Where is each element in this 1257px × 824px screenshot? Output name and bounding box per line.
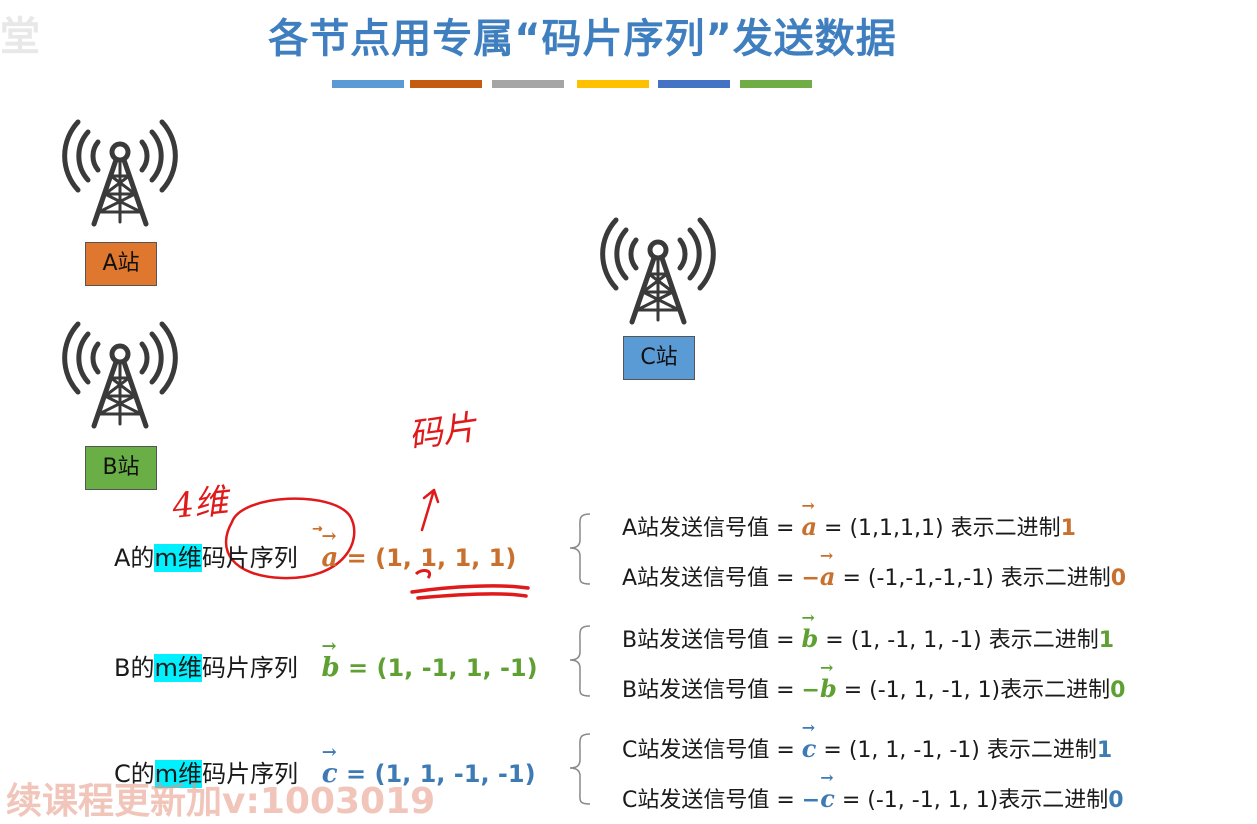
color-bar-4 bbox=[577, 80, 649, 88]
signal-line-a-1: A站发送信号值 = →a = (1,1,1,1) 表示二进制1 bbox=[622, 496, 1076, 541]
signal-line-b-0: B站发送信号值 = −→b = (-1, 1, -1, 1)表示二进制0 bbox=[622, 658, 1126, 703]
color-bar-1 bbox=[332, 80, 404, 88]
handwritten-chip-note: 码片 bbox=[406, 407, 479, 457]
signal-line-b-1: B站发送信号值 = →b = (1, -1, 1, -1) 表示二进制1 bbox=[622, 608, 1115, 653]
vector-b: →b bbox=[321, 636, 340, 683]
color-bar-2 bbox=[410, 80, 482, 88]
m-highlight: m维 bbox=[154, 544, 202, 572]
color-bar-5 bbox=[658, 80, 730, 88]
vector-c: →c bbox=[321, 742, 338, 789]
row-prefix: A的 bbox=[114, 544, 155, 572]
row-prefix: B的 bbox=[114, 654, 155, 682]
signal-line-c-0: C站发送信号值 = −→c = (-1, -1, 1, 1)表示二进制0 bbox=[622, 768, 1124, 813]
m-highlight: m维 bbox=[154, 654, 202, 682]
radio-tower-icon bbox=[58, 306, 182, 430]
brace-marks bbox=[569, 513, 591, 805]
sequence-value-b: (1, -1, 1, -1) bbox=[376, 654, 538, 682]
sequence-row-c: C的m维码片序列 →c = (1, 1, -1, -1) bbox=[114, 742, 536, 789]
row-prefix: C的 bbox=[114, 760, 155, 788]
station-a-label: A站 bbox=[85, 242, 157, 286]
watermark-text: 续课程更新加v:1003019 bbox=[6, 781, 436, 822]
slide-title: 各节点用专属“码片序列”发送数据 bbox=[268, 16, 897, 62]
radio-tower-icon bbox=[596, 202, 720, 326]
sequence-value-c: (1, 1, -1, -1) bbox=[374, 760, 536, 788]
row-suffix: 码片序列 bbox=[202, 760, 299, 788]
row-suffix: 码片序列 bbox=[201, 544, 298, 572]
row-suffix: 码片序列 bbox=[201, 654, 298, 682]
color-bar-6 bbox=[740, 80, 812, 88]
sequence-row-b: B的m维码片序列 →b = (1, -1, 1, -1) bbox=[114, 636, 538, 683]
station-b-label: B站 bbox=[85, 446, 157, 490]
color-bar-3 bbox=[492, 80, 564, 88]
handwritten-marks bbox=[224, 488, 530, 600]
radio-tower-icon bbox=[58, 104, 182, 228]
sequence-row-a: A的m维码片序列 ⃗→a = (1, 1, 1, 1) bbox=[114, 526, 517, 573]
signal-line-a-0: A站发送信号值 = −→a = (-1,-1,-1,-1) 表示二进制0 bbox=[622, 546, 1127, 591]
m-highlight: m维 bbox=[154, 760, 203, 788]
station-c-label: C站 bbox=[623, 336, 695, 380]
logo-fragment: 堂 bbox=[0, 15, 40, 59]
sequence-value-a: (1, 1, 1, 1) bbox=[375, 544, 517, 572]
signal-line-c-1: C站发送信号值 = →c = (1, 1, -1, -1) 表示二进制1 bbox=[622, 718, 1113, 763]
vector-a: ⃗→a bbox=[321, 526, 339, 573]
